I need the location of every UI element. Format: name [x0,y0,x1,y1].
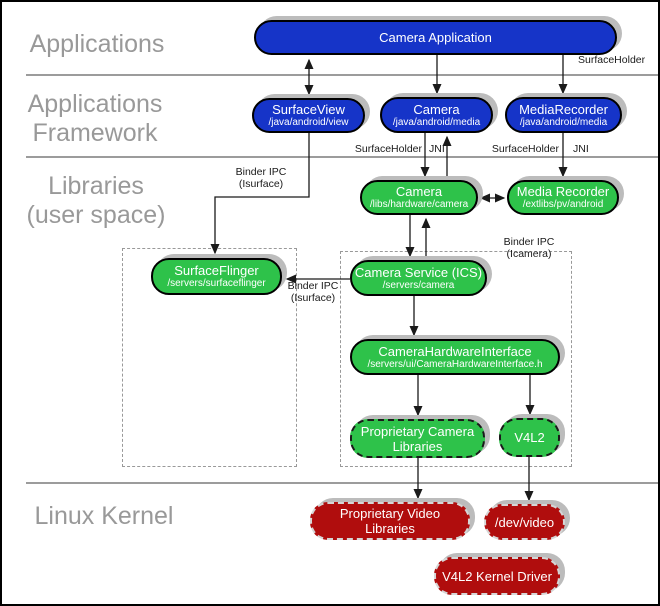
layer-label-libraries-line2: (user space) [26,201,166,229]
node-camera-application: Camera Application [254,20,617,55]
node-camera-lib: Camera /libs/hardware/camera [360,180,478,215]
node-camera-java-title: Camera [413,101,460,117]
node-surfaceflinger-subtitle: /servers/surfaceflinger [167,278,266,289]
label-binder-ipc-icamera-line2: (Icamera) [506,248,552,260]
label-binder-ipc-isurface-upper: Binder IPC (Isurface) [221,166,301,190]
layer-label-linux-kernel: Linux Kernel [24,502,184,531]
node-camera-lib-subtitle: /libs/hardware/camera [369,199,469,210]
label-binder-ipc-isurface-upper-line2: (Isurface) [238,178,284,190]
label-binder-ipc-isurface-lower: Binder IPC (Isurface) [273,280,353,304]
divider-libraries-kernel [26,482,658,484]
layer-label-applications: Applications [22,30,172,59]
dashed-group-camera-service [340,251,572,467]
layer-label-libraries-line1: Libraries [48,172,144,200]
node-surfaceview-subtitle: /java/android/view [268,117,349,128]
label-binder-ipc-isurface-lower-line1: Binder IPC [287,280,339,292]
node-camera-lib-title: Camera [395,184,443,199]
node-pvl-title-line2: Libraries [365,521,415,536]
label-surfaceholder-camera: SurfaceHolder [354,143,422,155]
label-binder-ipc-isurface-lower-line2: (Isurface) [290,292,336,304]
node-mediarecorder-lib-title: Media Recorder [516,184,610,199]
node-pcl-title-line1: Proprietary Camera [360,423,475,439]
label-surfaceholder-top: SurfaceHolder [578,54,646,66]
layer-label-applications-text: Applications [29,30,165,58]
node-pcl-title-line2: Libraries [392,438,443,454]
node-chi-title: CameraHardwareInterface [378,343,532,359]
layer-label-kernel-text: Linux Kernel [34,502,174,530]
node-v4l2: V4L2 [499,418,560,457]
node-dev-video-title: /dev/video [494,514,555,530]
node-camera-application-title: Camera Application [379,30,492,45]
divider-framework-libraries [26,156,658,158]
dashed-group-surfaceflinger [122,248,297,467]
node-mediarecorder-lib: Media Recorder /extlibs/pv/android [507,180,619,215]
node-camera-service: Camera Service (ICS) /servers/camera [350,260,487,296]
node-mediarecorder-lib-subtitle: /extlibs/pv/android [522,199,604,210]
node-proprietary-video-libraries: Proprietary Video Libraries [310,502,470,540]
divider-applications-framework [26,74,658,76]
node-mediarecorder-java: MediaRecorder /java/android/media [505,97,622,133]
layer-label-framework-line2: Framework [32,119,158,147]
node-mediarecorder-java-title: MediaRecorder [519,101,608,117]
layer-label-framework-line1: Applications [27,90,163,118]
node-dev-video: /dev/video [484,504,565,540]
node-surfaceflinger: SurfaceFlinger /servers/surfaceflinger [151,258,282,295]
node-pvl-title-line1: Proprietary Video [339,506,441,521]
node-surfaceview-title: SurfaceView [272,102,345,117]
node-surfaceview: SurfaceView /java/android/view [252,98,365,133]
node-camera-java: Camera /java/android/media [380,97,493,133]
node-v4l2-kernel-driver-title: V4L2 Kernel Driver [442,568,552,584]
node-v4l2-title: V4L2 [514,430,545,445]
label-surfaceholder-mediarecorder: SurfaceHolder [491,143,559,155]
label-binder-ipc-isurface-upper-line1: Binder IPC [235,166,287,178]
label-binder-ipc-icamera-line1: Binder IPC [503,236,555,248]
layer-label-applications-framework: Applications Framework [20,90,170,148]
label-jni-camera: JNI [429,143,445,155]
layer-label-libraries: Libraries (user space) [16,172,176,230]
node-surfaceflinger-title: SurfaceFlinger [174,263,259,278]
node-mediarecorder-java-subtitle: /java/android/media [519,116,608,128]
node-camera-service-subtitle: /servers/camera [382,279,455,291]
node-camera-java-subtitle: /java/android/media [392,116,481,128]
node-camera-service-title: Camera Service (ICS) [354,264,483,280]
node-v4l2-kernel-driver: V4L2 Kernel Driver [434,557,560,595]
arrow-surfaceview-surfaceflinger [210,133,310,255]
label-binder-ipc-icamera: Binder IPC (Icamera) [489,236,569,260]
node-camera-hardware-interface: CameraHardwareInterface /servers/ui/Came… [350,339,560,375]
label-jni-mediarecorder: JNI [573,143,589,155]
node-chi-subtitle: /servers/ui/CameraHardwareInterface.h [367,358,543,370]
node-proprietary-camera-libraries: Proprietary Camera Libraries [350,419,485,458]
